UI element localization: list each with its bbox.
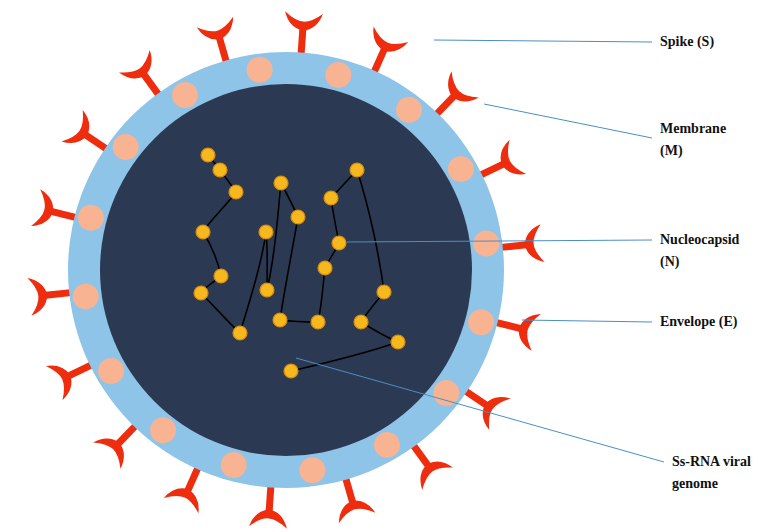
spike <box>27 273 75 315</box>
envelope-protein <box>172 82 198 108</box>
spike-label: Spike (S) <box>660 31 760 53</box>
nucleocapsid-label: Nucleocapsid (N) <box>660 229 758 273</box>
label-text: Envelope (E) <box>660 314 737 329</box>
label-text: Membrane (M) <box>660 121 726 158</box>
envelope-protein <box>374 432 400 458</box>
virus-core <box>100 84 472 456</box>
envelope-proteins <box>73 57 500 484</box>
envelope-protein <box>150 417 176 443</box>
nucleocapsid-proteins <box>194 148 405 378</box>
envelope-protein <box>78 205 104 231</box>
label-text: Nucleocapsid (N) <box>660 232 739 269</box>
envelope-protein <box>113 134 139 160</box>
label-text: Spike (S) <box>660 34 714 49</box>
envelope-protein <box>448 156 474 182</box>
spike <box>249 482 290 529</box>
membrane-ring <box>68 52 504 488</box>
membrane-label: Membrane (M) <box>660 118 740 162</box>
envelope-protein <box>473 231 499 257</box>
spike <box>497 224 545 266</box>
envelope-protein <box>73 283 99 309</box>
envelope-protein <box>221 452 247 478</box>
envelope-protein <box>98 358 124 384</box>
envelope-protein <box>325 62 351 88</box>
genome-label: Ss-RNA viral genome <box>672 451 762 495</box>
envelope-protein <box>247 57 273 83</box>
spike <box>282 11 323 58</box>
leader-lines <box>296 40 664 462</box>
envelope-protein <box>433 380 459 406</box>
envelope-protein <box>468 309 494 335</box>
envelope-protein <box>396 97 422 123</box>
spike-proteins <box>27 11 544 528</box>
envelope-protein <box>299 457 325 483</box>
envelope-label: Envelope (E) <box>660 311 760 333</box>
rna-strand <box>201 155 398 371</box>
label-text: Ss-RNA viral genome <box>672 454 751 491</box>
